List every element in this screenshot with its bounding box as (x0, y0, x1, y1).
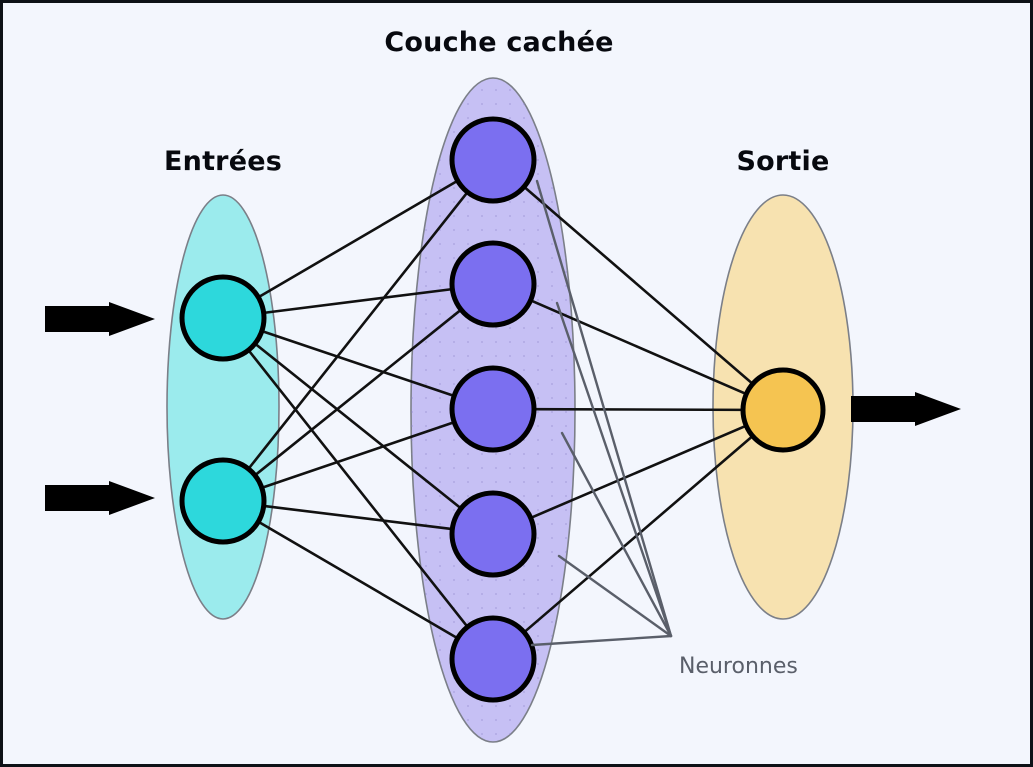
synapse-h1-o1 (521, 184, 755, 386)
layer-title-hidden: Couche cachée (384, 27, 613, 58)
neuron-nodes (179, 116, 826, 703)
synapse-h2-o1 (528, 298, 749, 396)
neuron-i1[interactable] (179, 274, 267, 362)
input-arrow-2 (45, 481, 155, 515)
synapse-i1-h2 (261, 287, 455, 315)
synapse-i2-h5 (256, 519, 460, 641)
neuron-h2[interactable] (449, 240, 537, 328)
neuron-i2[interactable] (179, 457, 267, 545)
neuron-h5[interactable] (449, 615, 537, 703)
annotation-leader-2 (557, 554, 673, 638)
output-arrow-1 (851, 392, 961, 426)
synapse-i1-h5 (246, 348, 470, 629)
layer-title-input: Entrées (164, 146, 282, 177)
neuron-h4[interactable] (449, 490, 537, 578)
synapse-i1-h4 (252, 341, 464, 511)
synapse-h4-o1 (528, 424, 749, 520)
synapse-i2-h1 (246, 190, 470, 471)
synapse-i2-h4 (261, 504, 455, 531)
neuron-h3[interactable] (449, 365, 537, 453)
synapse-h3-o1 (531, 407, 746, 412)
input-arrow-1 (45, 302, 155, 336)
annotation-leader-5 (535, 179, 673, 638)
layer-group-input (166, 194, 280, 620)
neurons-annotation-leaders (530, 179, 673, 647)
annotation-leader-4 (555, 301, 673, 638)
annotation-leader-1 (530, 634, 673, 647)
layer-title-output: Sortie (737, 146, 830, 177)
synapse-h5-o1 (522, 434, 755, 635)
neuron-h1[interactable] (449, 116, 537, 204)
synapse-i1-h1 (256, 178, 460, 300)
synapse-i2-h2 (252, 307, 464, 478)
diagram-canvas: Entrées Couche cachée Sortie Neuronnes (45, 27, 961, 743)
io-arrows (45, 302, 961, 515)
synapse-lines (246, 178, 755, 641)
synapse-i2-h3 (259, 420, 457, 490)
neuron-o1[interactable] (740, 367, 826, 453)
neurons-annotation-label: Neuronnes (679, 654, 798, 679)
annotation-leader-3 (560, 431, 673, 638)
synapse-i1-h3 (259, 329, 457, 398)
